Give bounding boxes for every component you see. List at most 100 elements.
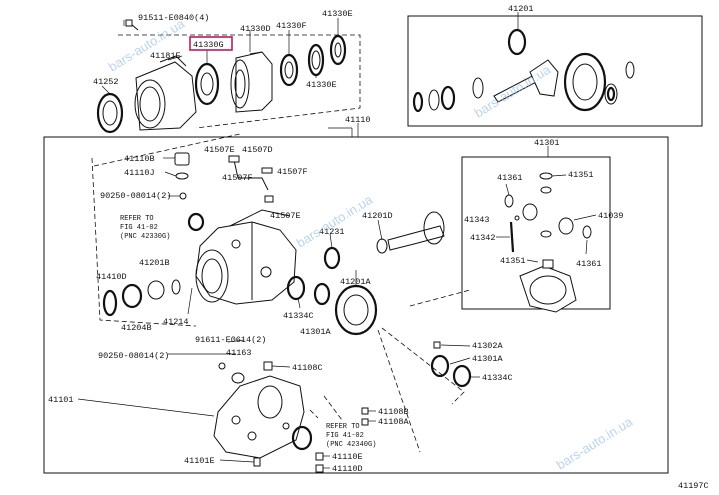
- part-41214-ring[interactable]: [171, 279, 181, 295]
- label-41330e-low[interactable]: 41330E: [306, 80, 337, 90]
- label-41334c-b[interactable]: 41334C: [482, 373, 513, 383]
- part-41330f-ring[interactable]: [279, 53, 299, 87]
- part-41110b-plug[interactable]: [174, 152, 190, 180]
- part-41301-diff-case[interactable]: [519, 259, 577, 313]
- label-41330e-top[interactable]: 41330E: [322, 9, 353, 19]
- label-refer-b-1[interactable]: REFER TO: [326, 423, 360, 431]
- part-41231-spacer[interactable]: [323, 246, 341, 270]
- part-41330e-ring-lower[interactable]: [307, 43, 325, 77]
- label-41301[interactable]: 41301: [534, 138, 560, 148]
- part-labels: 91511-E0840(4) 41181E 41330G 41330D 4133…: [48, 4, 709, 491]
- label-41330g[interactable]: 41330G: [193, 40, 224, 50]
- part-41181e-rear-cover[interactable]: [134, 55, 197, 131]
- label-41101[interactable]: 41101: [48, 395, 74, 405]
- label-41361-b[interactable]: 41361: [576, 259, 602, 269]
- part-41201a-ring-gear[interactable]: [334, 284, 378, 336]
- part-41330e-seal[interactable]: [329, 34, 347, 66]
- part-41252-oil-seal[interactable]: [96, 92, 124, 134]
- label-90250-a[interactable]: 90250-08014(2): [100, 191, 171, 201]
- label-41110e[interactable]: 41110E: [332, 452, 363, 462]
- label-41351-a[interactable]: 41351: [568, 170, 594, 180]
- part-41507-breather[interactable]: [228, 155, 274, 203]
- part-41342-pin[interactable]: [509, 221, 515, 253]
- label-90250-b[interactable]: 90250-08014(2): [98, 351, 169, 361]
- label-91511[interactable]: 91511-E0840(4): [138, 13, 209, 23]
- label-41039[interactable]: 41039: [598, 211, 624, 221]
- label-41110j[interactable]: 41110J: [124, 168, 155, 178]
- part-41330g-bearing[interactable]: [194, 62, 220, 106]
- label-refer-a-3[interactable]: (PNC 42330G): [120, 233, 170, 241]
- label-41507d[interactable]: 41507D: [242, 145, 273, 155]
- gear-kit-frame: [407, 15, 703, 127]
- label-41330d[interactable]: 41330D: [240, 24, 271, 34]
- part-41204b-bearing[interactable]: [121, 283, 143, 309]
- label-41410d[interactable]: 41410D: [96, 272, 127, 282]
- label-41108c[interactable]: 41108C: [292, 363, 323, 373]
- part-41110-carrier-housing[interactable]: [195, 209, 297, 305]
- part-washer[interactable]: [376, 238, 388, 254]
- assembly-dash-line: [91, 133, 471, 453]
- label-41110d[interactable]: 41110D: [332, 464, 363, 474]
- part-41201-ring-pinion-kit[interactable]: [412, 28, 635, 113]
- label-41201b[interactable]: 41201B: [139, 258, 170, 268]
- part-41108c-plug[interactable]: [263, 361, 273, 371]
- label-41301a-b[interactable]: 41301A: [472, 354, 504, 364]
- label-91611[interactable]: 91611-E0614(2): [195, 335, 266, 345]
- label-41201[interactable]: 41201: [508, 4, 534, 14]
- label-41214[interactable]: 41214: [163, 317, 189, 327]
- part-41108-plug[interactable]: [361, 407, 369, 426]
- part-41343-pin[interactable]: [514, 215, 520, 221]
- label-41101e[interactable]: 41101E: [184, 456, 215, 466]
- label-41361-a[interactable]: 41361: [497, 173, 523, 183]
- label-41507f-a[interactable]: 41507F: [222, 173, 253, 183]
- part-41334c-bearing[interactable]: [286, 275, 331, 306]
- label-41302a[interactable]: 41302A: [472, 341, 504, 351]
- label-41330f[interactable]: 41330F: [276, 21, 307, 31]
- part-41202-gear-ring[interactable]: [187, 212, 205, 232]
- part-41330d-carrier[interactable]: [230, 51, 273, 113]
- label-refer-a-1[interactable]: REFER TO: [120, 215, 154, 223]
- label-41334c-a[interactable]: 41334C: [283, 311, 314, 321]
- part-90250-stud[interactable]: [179, 192, 187, 200]
- label-refer-a-2[interactable]: FIG 41-02: [120, 224, 158, 232]
- label-41231[interactable]: 41231: [319, 227, 345, 237]
- label-41351-b[interactable]: 41351: [500, 256, 526, 266]
- part-41163-pin[interactable]: [218, 362, 245, 384]
- part-41201d-pinion[interactable]: [387, 211, 445, 251]
- part-cover-seal[interactable]: [291, 425, 313, 451]
- label-41108b[interactable]: 41108B: [378, 407, 409, 417]
- label-41507f-b[interactable]: 41507F: [277, 167, 308, 177]
- label-41108a[interactable]: 41108A: [378, 417, 410, 427]
- label-41252[interactable]: 41252: [93, 77, 119, 87]
- part-41110e-plug[interactable]: [315, 452, 324, 473]
- part-41039-side-gear[interactable]: [522, 203, 574, 235]
- part-91511-bolt[interactable]: [125, 19, 139, 31]
- label-41163[interactable]: 41163: [226, 348, 252, 358]
- part-41334c-seal[interactable]: [452, 364, 472, 388]
- label-41201a[interactable]: 41201A: [340, 277, 372, 287]
- part-41301a-bearing[interactable]: [430, 354, 450, 378]
- part-41351-gear[interactable]: [539, 172, 553, 238]
- part-41302a-bolt[interactable]: [433, 341, 441, 349]
- part-41201b-spacer[interactable]: [147, 280, 165, 300]
- watermark: bars-auto.in.ua: [294, 191, 376, 250]
- label-41110[interactable]: 41110: [345, 115, 371, 125]
- label-41181e[interactable]: 41181E: [150, 51, 181, 61]
- label-41507e-b[interactable]: 41507E: [270, 211, 301, 221]
- part-41410d-seal[interactable]: [102, 289, 118, 317]
- label-refer-b-3[interactable]: (PNC 42340G): [326, 441, 376, 449]
- part-41101e-bolt[interactable]: [253, 457, 261, 467]
- label-41204b[interactable]: 41204B: [121, 323, 152, 333]
- label-41342[interactable]: 41342: [470, 233, 496, 243]
- leader-lines: [77, 12, 597, 469]
- label-41343[interactable]: 41343: [464, 215, 490, 225]
- label-41301a-a[interactable]: 41301A: [300, 327, 332, 337]
- differential-case-frame: [461, 156, 611, 310]
- label-41201d[interactable]: 41201D: [362, 211, 393, 221]
- label-refer-b-2[interactable]: FIG 41-02: [326, 432, 364, 440]
- label-41507e-a[interactable]: 41507E: [204, 145, 235, 155]
- highlight-box-41330g: [189, 36, 233, 51]
- part-41101-cover[interactable]: [213, 375, 305, 459]
- label-41110b-a[interactable]: 41110B: [124, 154, 155, 164]
